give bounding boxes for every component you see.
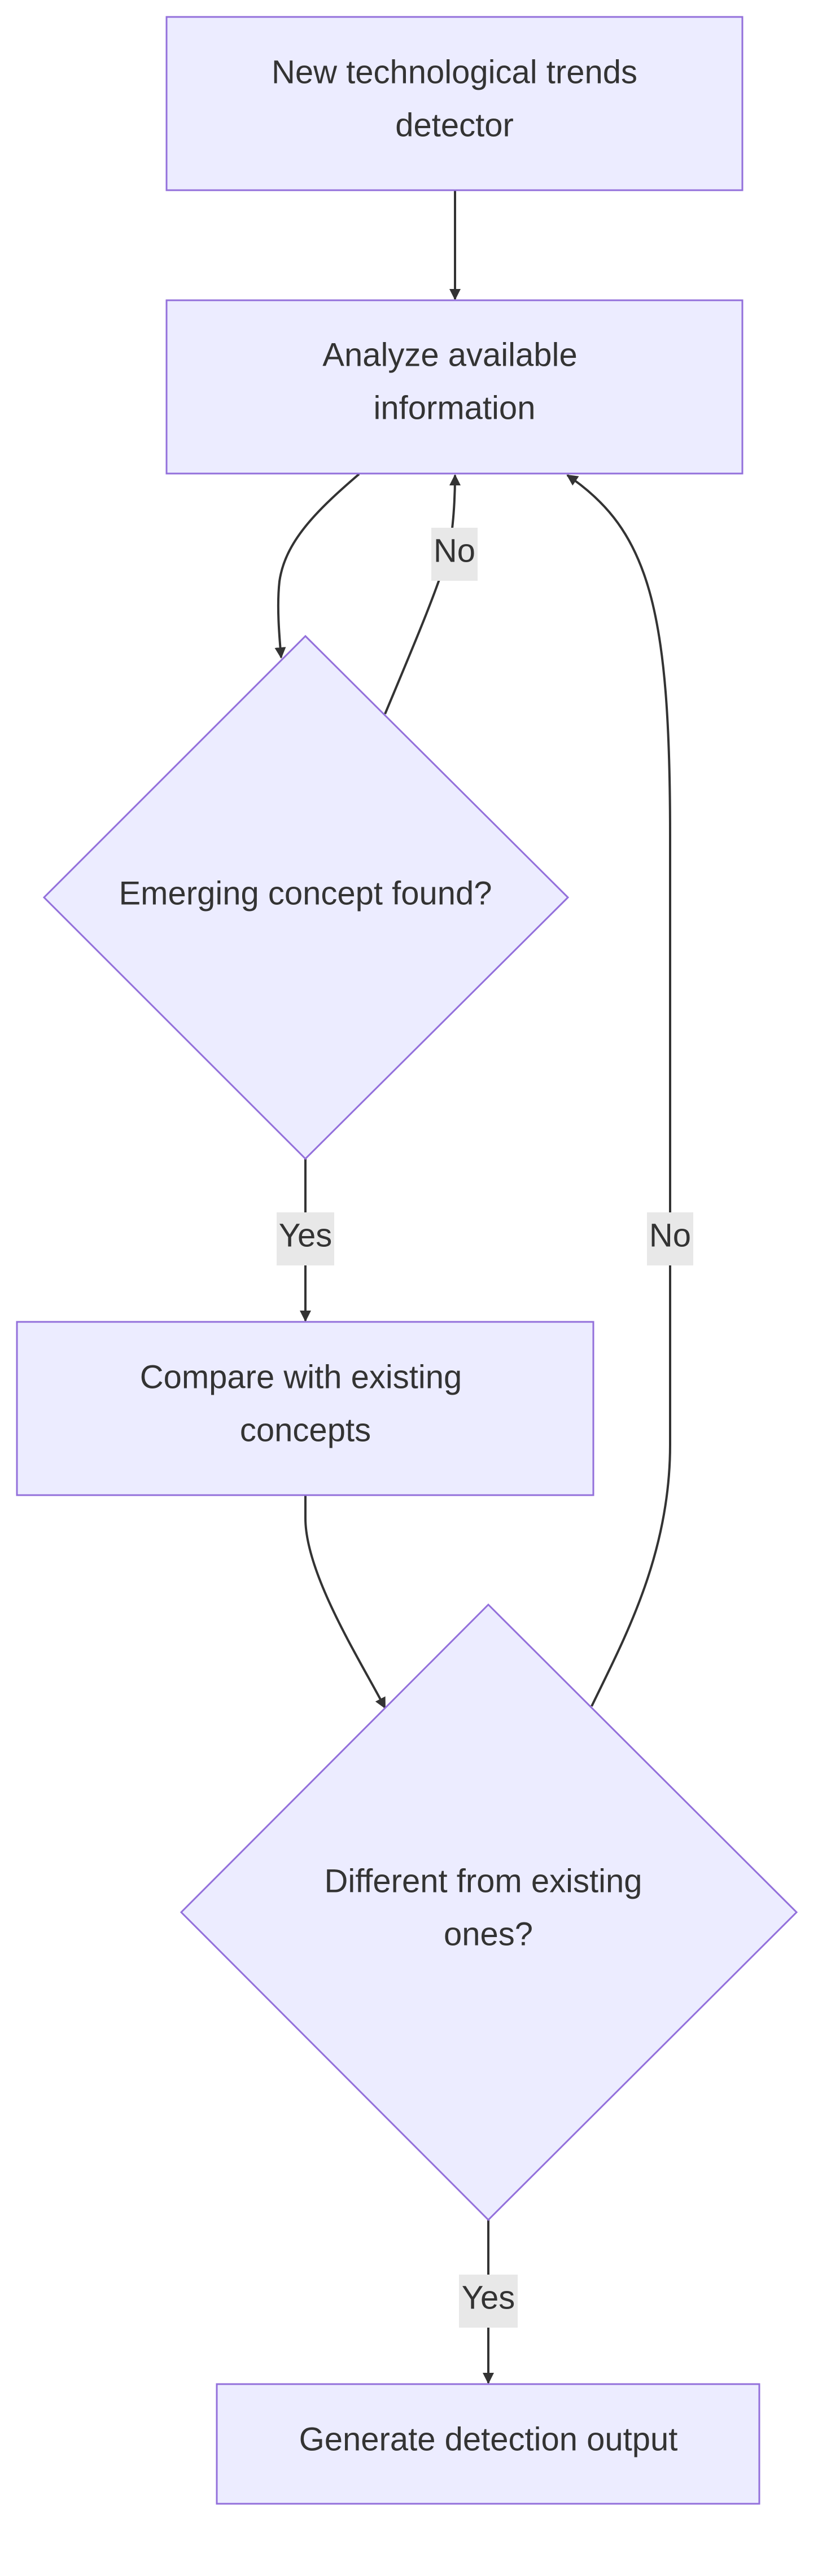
- edge-analyze-to-emerging: [274, 473, 360, 659]
- edge-label-text: Yes: [462, 2279, 515, 2316]
- node-label-line: concepts: [240, 1412, 371, 1448]
- edge-label-different-yes: Yes: [459, 2275, 518, 2328]
- edge-emerging-to-analyze: [384, 474, 461, 715]
- node-shape: [16, 1321, 594, 1496]
- node-label-line: Generate detection output: [299, 2421, 678, 2457]
- node-analyze: Analyze available information: [165, 299, 743, 475]
- node-label-line: Analyze available: [322, 336, 577, 373]
- node-detector: New technological trends detector: [165, 16, 743, 191]
- node-label-line: New technological trends: [272, 54, 637, 90]
- node-shape: [165, 299, 743, 475]
- edge-label-background: [647, 1212, 693, 1265]
- node-label-line: detector: [395, 107, 514, 143]
- node-label-line: Emerging concept found?: [119, 875, 492, 912]
- edge-label-different-no: No: [647, 1212, 693, 1265]
- node-label-line: information: [374, 389, 536, 426]
- node-emerging-decision: Emerging concept found?: [42, 634, 570, 1160]
- edge-different-to-analyze: [566, 474, 671, 1707]
- edge-label-emerging-yes: Yes: [277, 1212, 334, 1265]
- edge-label-background: [431, 528, 478, 581]
- node-compare: Compare with existing concepts: [16, 1321, 594, 1496]
- node-label-line: Different from existing: [324, 1863, 642, 1899]
- node-different-decision: Different from existing ones?: [180, 1603, 798, 2222]
- edge-labels: No Yes No Yes: [277, 528, 693, 2328]
- nodes: New technological trends detector Analyz…: [16, 16, 798, 2505]
- node-label-line: ones?: [444, 1916, 533, 1952]
- edge-label-text: Yes: [279, 1217, 333, 1254]
- edge-label-emerging-no: No: [431, 528, 478, 581]
- node-shape: [180, 1603, 798, 2222]
- edge-label-background: [277, 1212, 334, 1265]
- node-shape: [42, 634, 570, 1160]
- edge-label-background: [459, 2275, 518, 2328]
- node-shape: [165, 16, 743, 191]
- edge-label-text: No: [434, 532, 475, 569]
- node-shape: [216, 2383, 760, 2505]
- edge-compare-to-different: [304, 1496, 386, 1709]
- edge-label-text: No: [649, 1217, 691, 1254]
- node-label-line: Compare with existing: [140, 1359, 462, 1395]
- node-output: Generate detection output: [216, 2383, 760, 2505]
